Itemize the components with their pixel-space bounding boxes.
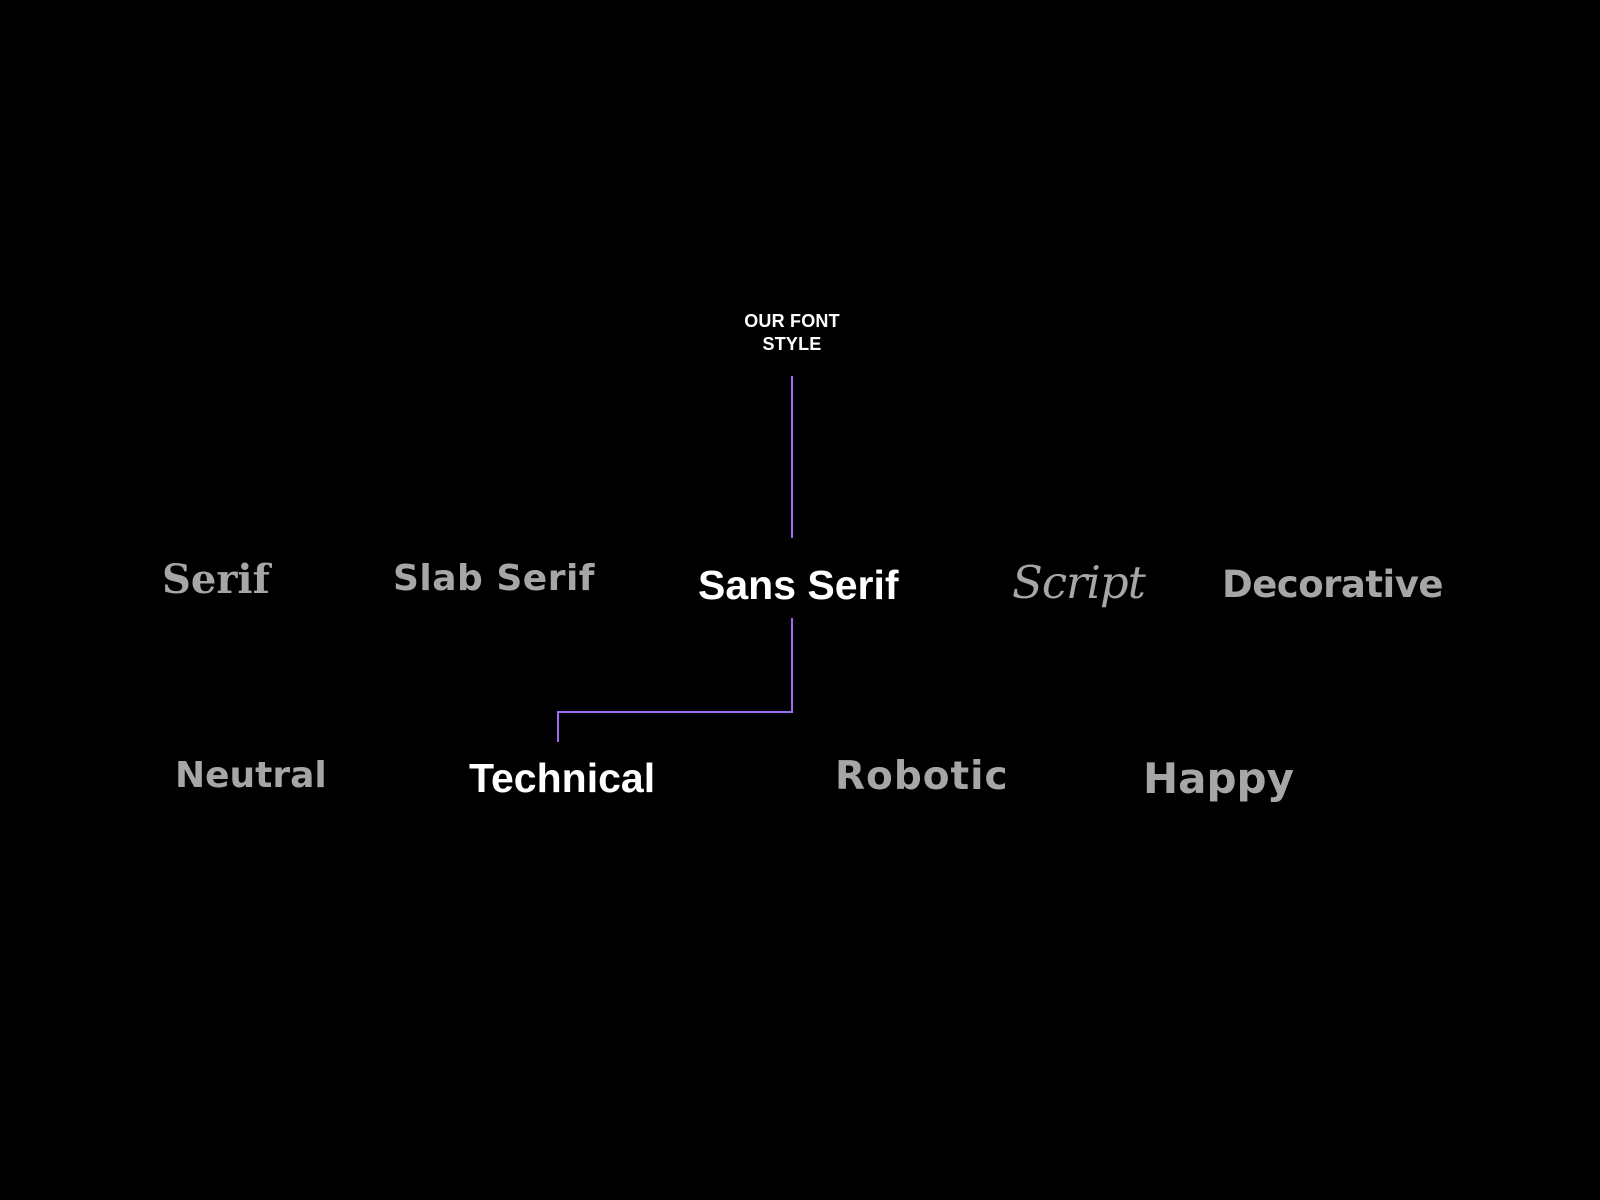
subcategory-neutral[interactable]: Neutral	[175, 755, 327, 796]
sans-serif-to-technical-connector	[557, 618, 793, 742]
category-serif[interactable]: Serif	[162, 556, 270, 603]
subcategory-technical[interactable]: Technical	[469, 755, 656, 801]
diagram-title: OUR FONT STYLE	[700, 310, 884, 356]
diagram-title-line-1: OUR FONT	[744, 311, 840, 331]
subcategory-happy[interactable]: Happy	[1143, 754, 1294, 803]
category-sans-serif[interactable]: Sans Serif	[698, 562, 899, 608]
category-script[interactable]: Script	[1012, 556, 1146, 609]
subcategory-robotic[interactable]: Robotic	[835, 754, 1009, 799]
diagram-title-line-2: STYLE	[762, 334, 822, 354]
category-decorative[interactable]: Decorative	[1222, 563, 1443, 606]
category-slab-serif[interactable]: Slab Serif	[393, 558, 595, 599]
